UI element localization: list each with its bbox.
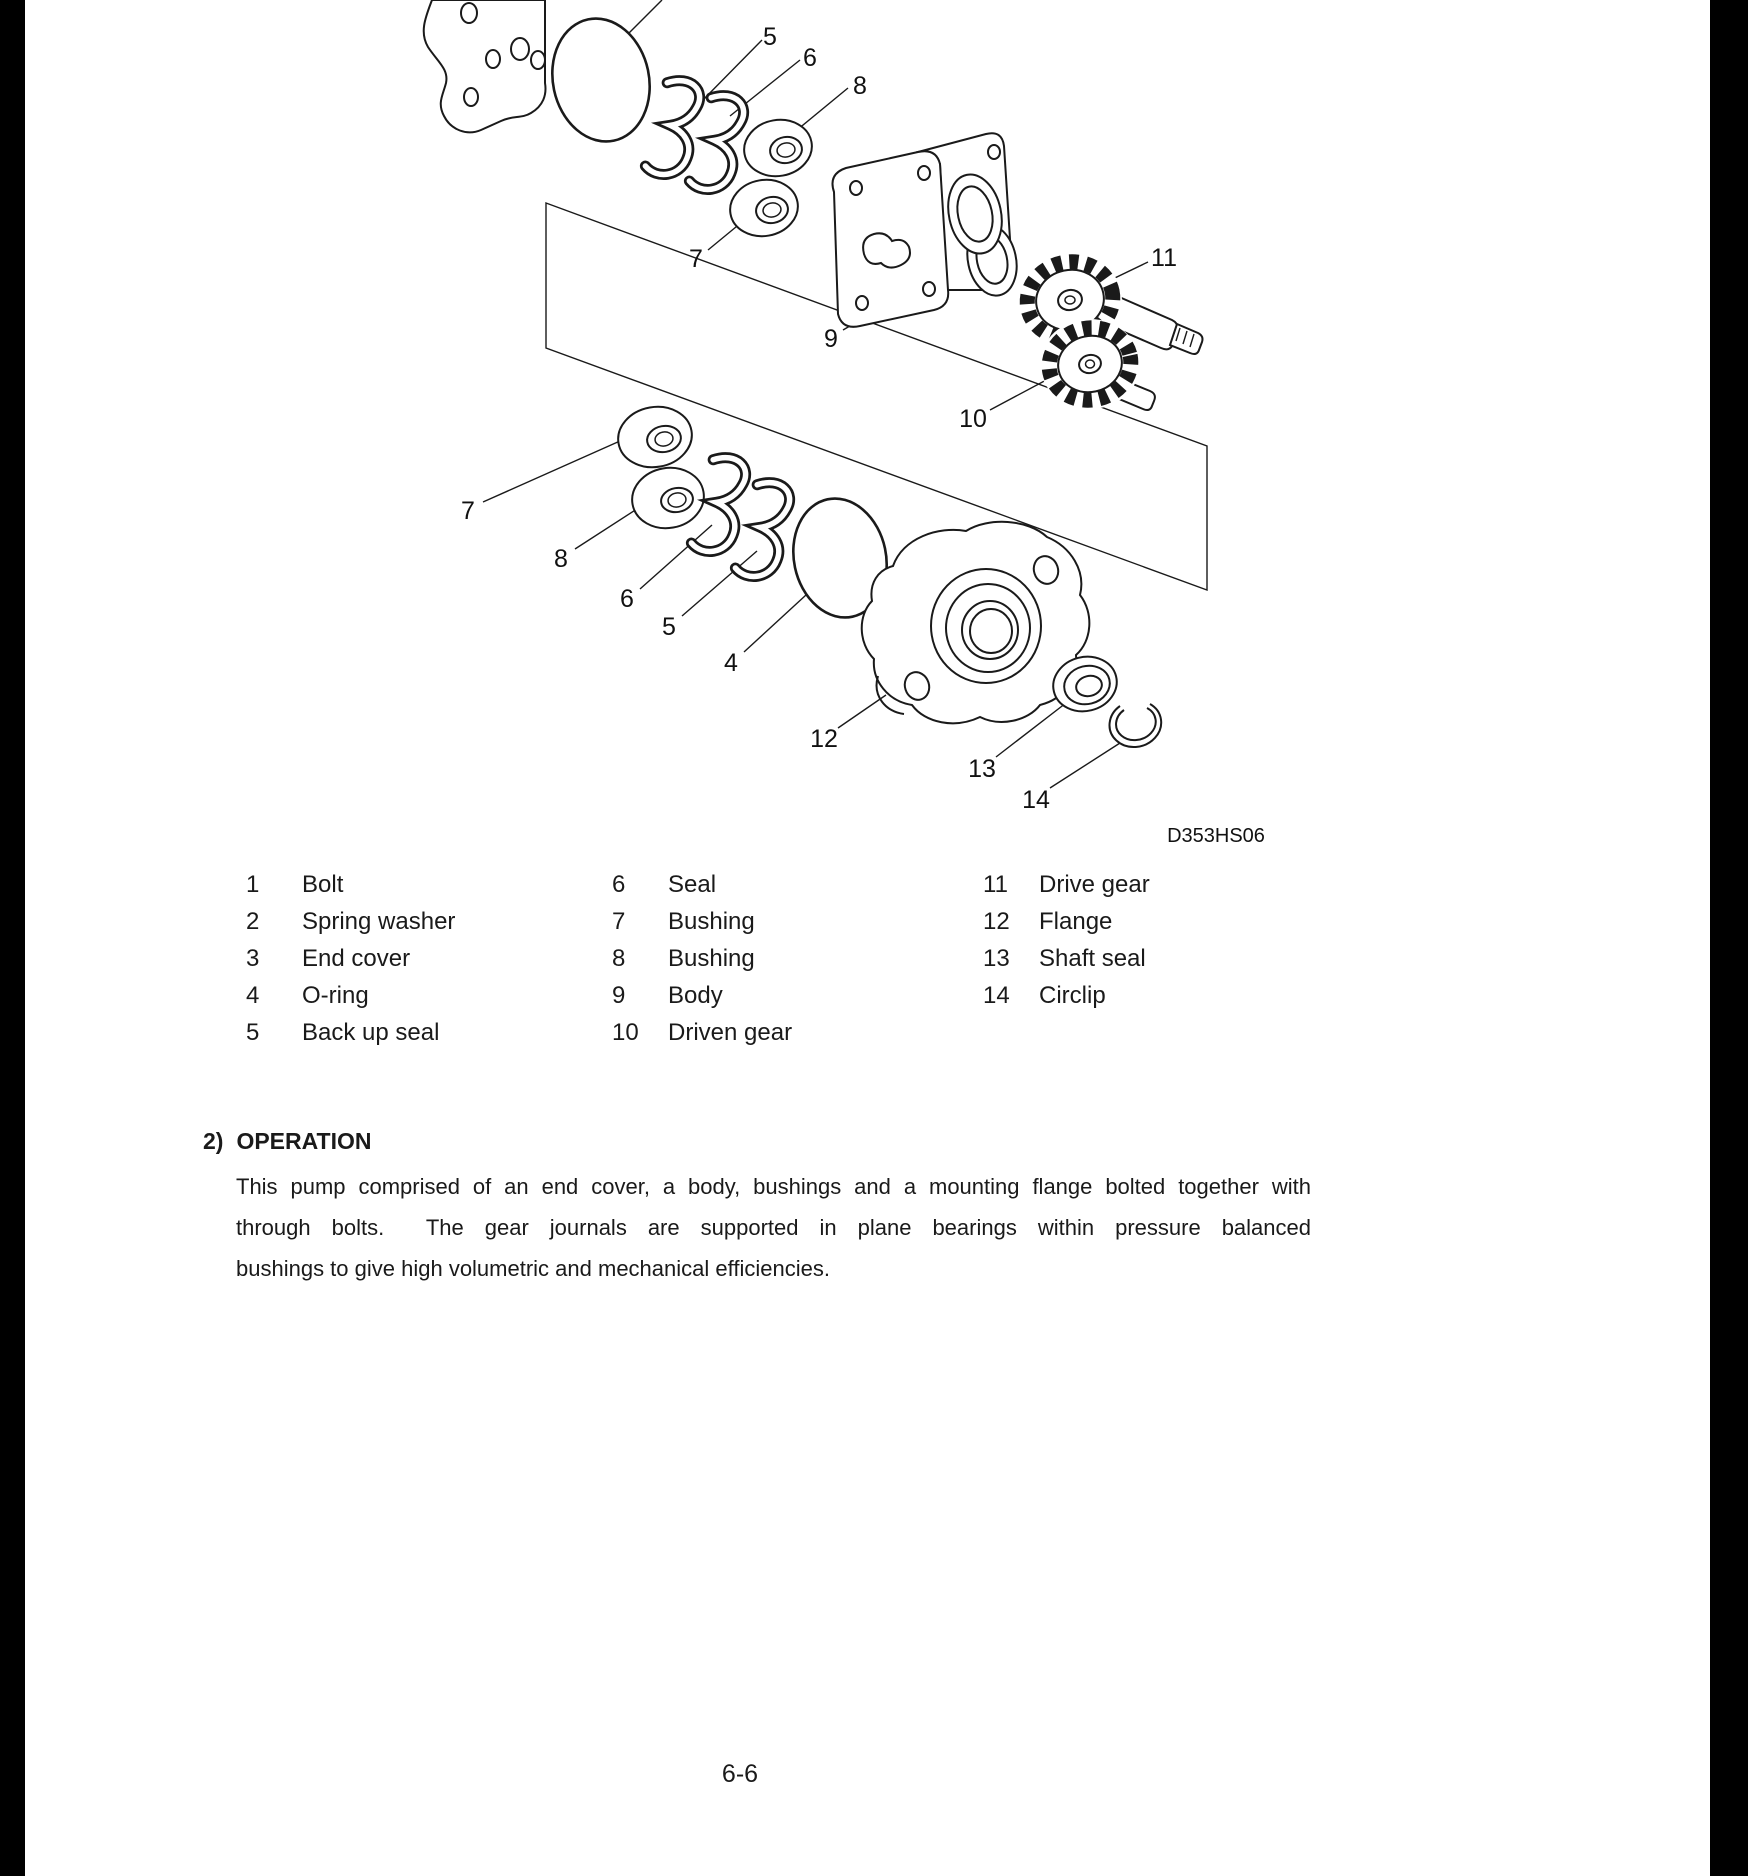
parts-list-row: 3 End cover: [246, 940, 455, 977]
part-number: 12: [983, 908, 1010, 935]
bushing-7-top-part: [729, 178, 799, 238]
section-title: OPERATION: [236, 1128, 372, 1154]
callout-14: 14: [1022, 786, 1050, 814]
part-number: 14: [983, 982, 1010, 1009]
paragraph-line: through bolts. The gear journals are sup…: [236, 1215, 1311, 1240]
part-number: 5: [246, 1019, 260, 1046]
part-label: Drive gear: [1039, 871, 1150, 898]
part-label: Circlip: [1039, 982, 1106, 1009]
left-black-bar: [0, 0, 25, 1876]
parts-list-row: 8 Bushing: [612, 940, 792, 977]
bushing-7-bottom-part: [617, 405, 693, 469]
part-number: 9: [612, 982, 626, 1009]
part-label: Bushing: [668, 945, 755, 972]
flange-part: [860, 520, 1091, 725]
section-plane-outline: [545, 201, 1208, 592]
part-label: Seal: [668, 871, 717, 898]
part-label: Flange: [1039, 908, 1113, 935]
end-cover-part: [422, 0, 547, 134]
part-number: 8: [612, 945, 626, 972]
driven-gear-part: [1040, 319, 1156, 411]
callout-11: 11: [1151, 244, 1177, 272]
part-number: 2: [246, 908, 260, 935]
callout-8-top: 8: [853, 72, 867, 100]
callout-8-bottom: 8: [554, 545, 568, 573]
parts-list-row: 10 Driven gear: [612, 1014, 792, 1051]
figure-code: D353HS06: [1167, 825, 1265, 847]
part-number: 4: [246, 982, 260, 1009]
backup-seal-bottom-part: [734, 479, 793, 581]
callout-7-bottom: 7: [461, 497, 475, 525]
callout-13: 13: [968, 755, 996, 783]
right-black-bar: [1710, 0, 1748, 1876]
pump-body-part: [831, 132, 1018, 328]
part-label: Bushing: [668, 908, 755, 935]
parts-list-row: 12 Flange: [983, 903, 1150, 940]
callout-6-top: 6: [803, 44, 817, 72]
part-number: 1: [246, 871, 260, 898]
part-number: 13: [983, 945, 1010, 972]
paragraph-line: This pump comprised of an end cover, a b…: [236, 1174, 1311, 1199]
part-label: Bolt: [302, 871, 344, 898]
operation-paragraph: This pump comprised of an end cover, a b…: [236, 1166, 1311, 1289]
callout-4: 4: [724, 649, 738, 677]
parts-list-row: 11 Drive gear: [983, 866, 1150, 903]
parts-list-row: 1 Bolt: [246, 866, 455, 903]
o-ring-bottom-part: [792, 497, 888, 619]
part-number: 7: [612, 908, 626, 935]
bushing-8-bottom-part: [631, 466, 705, 530]
part-label: Spring washer: [302, 908, 456, 935]
part-label: O-ring: [302, 982, 369, 1009]
parts-list-row: 4 O-ring: [246, 977, 455, 1014]
part-number: 6: [612, 871, 626, 898]
parts-list-row: 2 Spring washer: [246, 903, 455, 940]
part-number: 11: [983, 871, 1008, 898]
callout-5-bottom: 5: [662, 613, 676, 641]
callout-12: 12: [810, 725, 838, 753]
part-label: End cover: [302, 945, 411, 972]
part-label: Back up seal: [302, 1019, 440, 1046]
part-label: Body: [668, 982, 723, 1009]
page-number: 6-6: [721, 1760, 759, 1788]
shaft-seal-part: [1052, 655, 1118, 713]
backup-seal-top-part: [644, 77, 703, 179]
parts-list-row: 9 Body: [612, 977, 792, 1014]
part-number: 10: [612, 1019, 639, 1046]
part-label: Driven gear: [668, 1019, 793, 1046]
parts-list-row: 13 Shaft seal: [983, 940, 1150, 977]
operation-heading: 2) OPERATION: [203, 1126, 371, 1156]
callout-7-top: 7: [689, 245, 703, 273]
section-number: 2): [203, 1128, 224, 1154]
parts-list-row: 7 Bushing: [612, 903, 792, 940]
parts-list-column-3: 11 Drive gear 12 Flange 13 Shaft seal 14 Cir…: [983, 866, 1150, 1014]
callout-6-bottom: 6: [620, 585, 634, 613]
paragraph-line: bushings to give high volumetric and mec…: [236, 1256, 830, 1281]
parts-list-row: 14 Circlip: [983, 977, 1150, 1014]
parts-list-row: 5 Back up seal: [246, 1014, 455, 1051]
part-label: Shaft seal: [1039, 945, 1146, 972]
part-number: 3: [246, 945, 260, 972]
callout-10: 10: [959, 405, 987, 433]
callout-9: 9: [824, 325, 838, 353]
o-ring-top-part: [551, 17, 651, 143]
callout-5-top: 5: [763, 23, 777, 51]
exploded-pump-diagram: 5 6 8 7 9 11 10 7 8 6 5 4 12 13 14 D353H…: [422, 0, 1265, 847]
parts-list-row: 6 Seal: [612, 866, 792, 903]
bushing-8-top-part: [743, 118, 813, 178]
circlip-part: [1108, 703, 1163, 749]
